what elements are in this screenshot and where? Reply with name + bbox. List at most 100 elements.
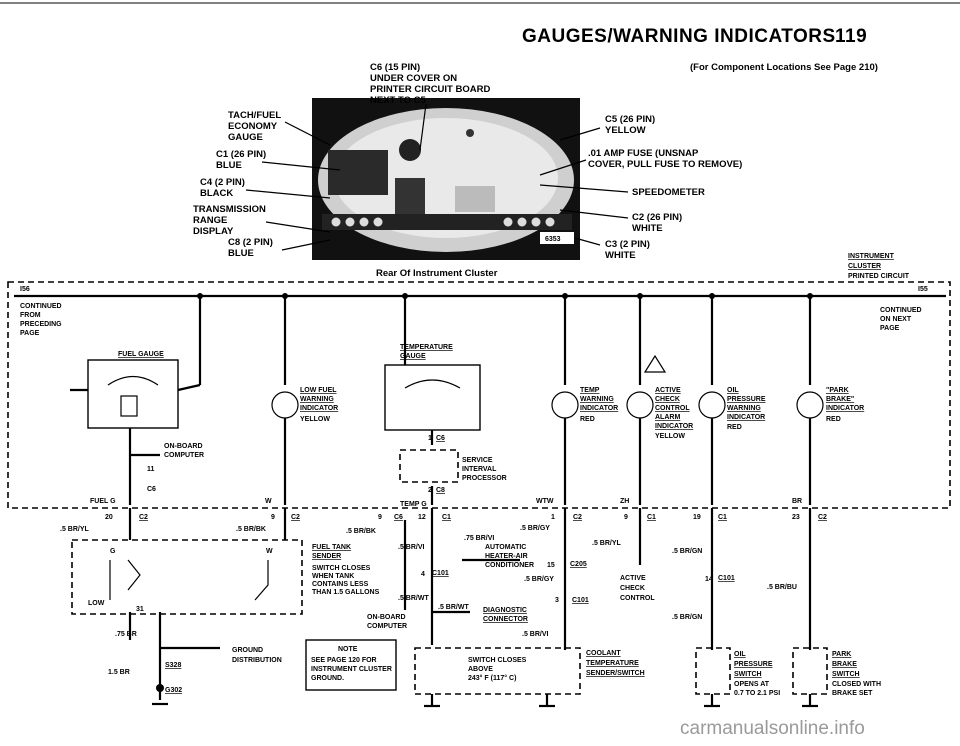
fuel-tank-sender-box [71,539,303,615]
pin-zh: ZH [620,498,629,505]
onboard-l2: COMPUTER [164,452,204,459]
park-brake-l3: INDICATOR [826,405,864,412]
conn-c205: C205 [570,561,587,568]
conn-c6a: C6 [394,514,403,521]
ground-g302: G302 [165,687,182,694]
wire-br-gn-2: .5 BR/GN [672,614,702,621]
cluster-label-l3: PRINTED CIRCUIT [848,273,910,280]
pin-br: BR [792,498,802,505]
bus-right-label: I55 [918,286,928,293]
continued-from-l3: PRECEDING [20,321,62,328]
ground-l1: GROUND [232,647,263,654]
fuel-tank-l3: SWITCH CLOSES [312,565,371,572]
park-brake-l2: BRAKE" [826,396,854,403]
fuel-gauge-title: FUEL GAUGE [118,351,164,358]
conn-c6c: C6 [436,435,445,442]
note-l4: GROUND. [311,675,344,682]
pin-9c: 9 [624,514,628,521]
fuel-tank-l1: FUEL TANK [312,544,351,551]
switch-closes-l1: SWITCH CLOSES [468,657,527,664]
pin-9b: 9 [378,514,382,521]
pin-12: 12 [418,514,426,521]
wire-br-bk-2: .5 BR/BK [346,528,376,535]
continued-to-l2: ON NEXT [880,316,912,323]
callout-c3-l2: WHITE [605,250,636,261]
bus-left-label: I56 [20,286,30,293]
check-ctl-l1: ACTIVE [620,575,646,582]
pin-1: 1 [551,514,555,521]
oil-pressure-l5: RED [727,424,742,431]
pin-15: 15 [547,562,555,569]
wire-br-yl-2: .5 BR/YL [592,540,622,547]
low-label: LOW [88,600,105,607]
sender-resistor [109,559,141,600]
cluster-photo: 6353 [312,98,580,260]
pin-2: 2 [428,487,432,494]
switch-closes-l3: 243° F (117° C) [468,674,516,682]
callout-c3-l1: C3 (2 PIN) [605,239,650,250]
callout-c8-l1: C8 (2 PIN) [228,237,273,248]
cluster-boundary [7,281,951,509]
pin-3: 3 [555,597,559,604]
pin-wtw: WTW [536,498,554,505]
conn-c6b: C6 [147,486,156,493]
note-l2: SEE PAGE 120 FOR [311,657,377,664]
wire-br-gn-1: .5 BR/GN [672,548,702,555]
locator-note: (For Component Locations See Page 210) [690,62,878,73]
callout-c2-l1: C2 (26 PIN) [632,212,682,223]
conn-c2c: C2 [573,514,582,521]
continued-to-l1: CONTINUED [880,307,922,314]
wire-br-bk-1: .5 BR/BK [236,526,266,533]
park-switch-l5: BRAKE SET [832,690,873,697]
callout-c5-l1: C5 (26 PIN) [605,114,655,125]
temp-warning-indicator: TEMP WARNING INDICATOR RED [551,387,618,423]
callout-trans-l2: RANGE [193,215,227,226]
callout-leaders [245,103,629,251]
pin-14: 14 [705,576,713,583]
bus-drops [198,296,812,385]
wire-br-vi-75: .75 BR/VI [464,535,494,542]
temp-gauge-title-l1: TEMPERATURE [400,344,453,351]
onboard-l1: ON-BOARD [164,443,203,450]
wire-br-75: .75 BR [115,631,137,638]
note-box [305,639,397,691]
pin-19: 19 [693,514,701,521]
page-title: GAUGES/WARNING INDICATORS [522,26,836,47]
external-wires [128,508,812,700]
pin-23: 23 [792,514,800,521]
onboard2-l2: COMPUTER [367,623,407,630]
pin-31: 31 [136,606,144,613]
temp-warn-l3: INDICATOR [580,405,618,412]
low-fuel-indicator: LOW FUEL WARNING INDICATOR YELLOW [271,387,338,423]
ground-symbols [424,694,818,708]
low-fuel-l4: YELLOW [300,416,330,423]
service-interval-box [399,449,459,483]
callout-c6-l1: C6 (15 PIN) [370,62,420,73]
fuel-tank-l5: CONTAINS LESS [312,581,369,588]
ground-point [156,684,164,692]
service-l3: PROCESSOR [462,475,507,482]
temp-gauge-title-l2: GAUGE [400,353,426,360]
oil-switch-box [695,647,731,695]
continued-from-l1: CONTINUED [20,303,62,310]
oil-switch-l1: OIL [734,651,746,658]
wire-br-gy-1: .5 BR/GY [520,525,550,532]
coolant-switch-box [414,647,581,695]
callout-c8-l2: BLUE [228,248,254,259]
photo-caption: Rear Of Instrument Cluster [376,268,498,279]
conn-c1c: C1 [718,514,727,521]
wire-br-vi-1: .5 BR/VI [398,544,425,551]
park-brake-indicator: "PARK BRAKE" INDICATOR RED [796,387,864,423]
wire-br-bu: .5 BR/BU [767,584,797,591]
callout-c2-l2: WHITE [632,223,663,234]
conn-c2b: C2 [291,514,300,521]
active-check-l6: YELLOW [655,433,685,440]
pin-4: 4 [421,571,425,578]
temp-gauge-dial [404,379,461,389]
conn-c8: C8 [436,487,445,494]
callout-c6-l2: UNDER COVER ON [370,73,457,84]
temp-warn-l1: TEMP [580,387,600,394]
fuel-tank-l6: THAN 1.5 GALLONS [312,589,380,596]
wire-br-yl-1: .5 BR/YL [60,526,90,533]
wire-br-gy-2: .5 BR/GY [524,576,554,583]
